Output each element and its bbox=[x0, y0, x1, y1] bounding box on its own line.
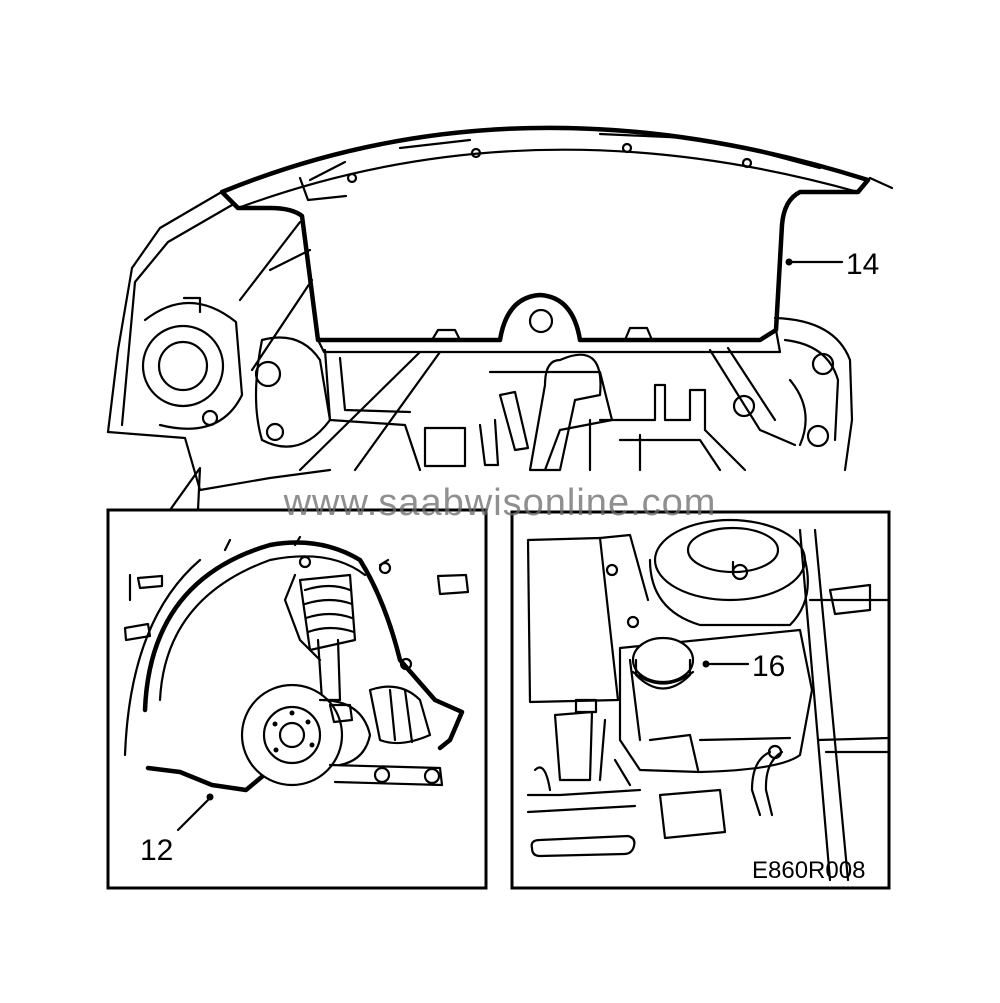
detail-pointer bbox=[168, 466, 202, 512]
figure-code: E860R008 bbox=[752, 857, 865, 884]
reservoir-detail: 16 E860R008 bbox=[510, 510, 891, 890]
callout-14: 14 bbox=[846, 248, 879, 281]
engine-bay-top-view: 14 bbox=[106, 125, 894, 492]
callout-16: 16 bbox=[752, 650, 785, 683]
callout-12: 12 bbox=[140, 834, 173, 867]
wheel-housing-detail: 12 bbox=[106, 508, 488, 890]
watermark-text: www.saabwisonline.com bbox=[283, 482, 717, 524]
